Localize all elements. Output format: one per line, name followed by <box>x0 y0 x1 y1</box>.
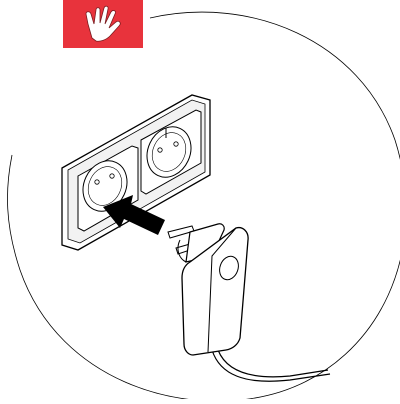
hand-stop-icon <box>60 0 146 48</box>
power-adapter-icon <box>168 224 330 381</box>
